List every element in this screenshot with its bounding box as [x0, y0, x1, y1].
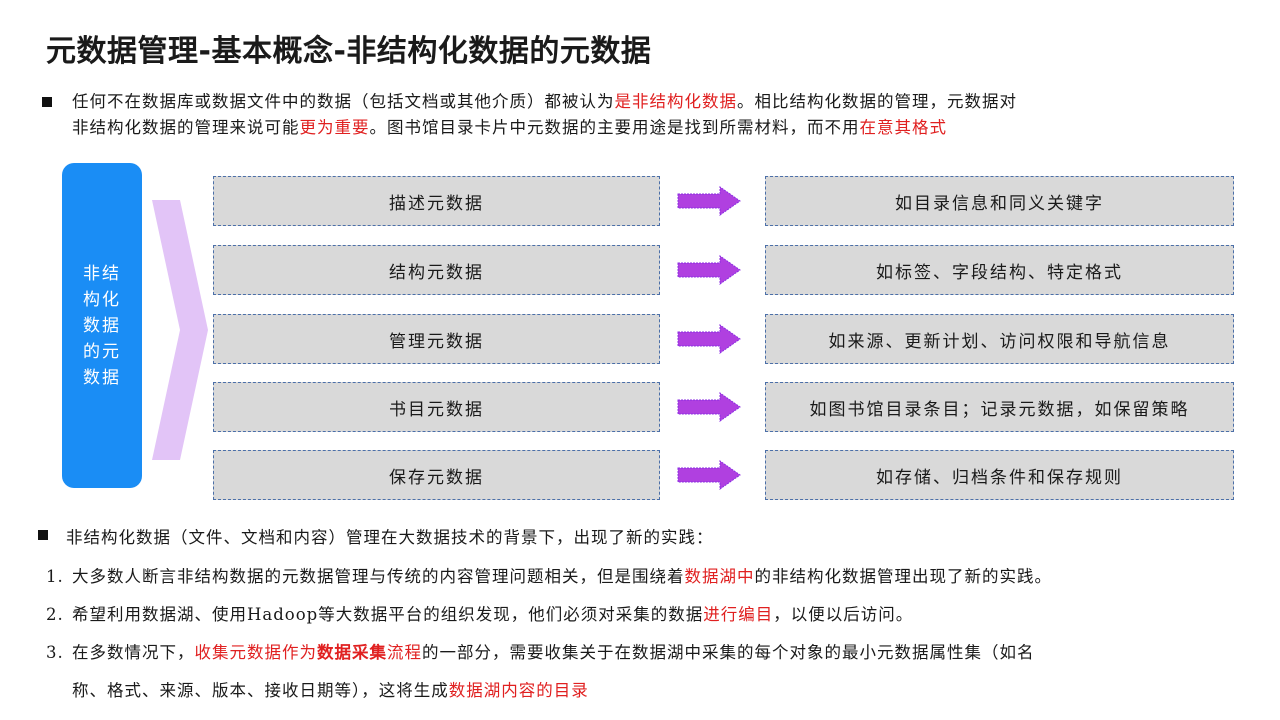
- list-highlight-bold: 数据采集: [317, 643, 387, 662]
- arrow-right-icon: [677, 392, 741, 422]
- intro-text-3: 非结构化数据的管理来说可能: [72, 118, 300, 137]
- list-highlight: 收集元数据作为: [194, 643, 317, 662]
- practice-heading: 非结构化数据（文件、文档和内容）管理在大数据技术的背景下，出现了新的实践：: [66, 528, 714, 547]
- arrow-right-icon: [677, 255, 741, 285]
- list-item: 2. 希望利用数据湖、使用Hadoop等大数据平台的组织发现，他们必须对采集的数据…: [46, 601, 913, 625]
- list-text: 在多数情况下，: [72, 643, 195, 662]
- intro-text-2: 。相比结构化数据的管理，元数据对: [737, 92, 1017, 111]
- arrow-right-icon: [677, 324, 741, 354]
- list-item: 3. 在多数情况下，收集元数据作为数据采集流程的一部分，需要收集关于在数据湖中采集…: [46, 639, 1035, 663]
- metadata-example-box: 如图书馆目录条目；记录元数据，如保留策略: [765, 382, 1234, 432]
- list-text: 的一部分，需要收集关于在数据湖中采集的每个对象的最小元数据属性集（如名: [422, 643, 1035, 662]
- list-number: 3.: [46, 643, 64, 662]
- list-text: 的非结构化数据管理出现了新的实践。: [754, 567, 1052, 586]
- metadata-example-box: 如标签、字段结构、特定格式: [765, 245, 1234, 295]
- intro-line-1: 任何不在数据库或数据文件中的数据（包括文档或其他介质）都被认为是非结构化数据。相…: [72, 89, 1017, 115]
- metadata-type-box: 保存元数据: [213, 450, 660, 500]
- list-highlight: 数据湖中: [684, 567, 755, 586]
- metadata-type-box: 结构元数据: [213, 245, 660, 295]
- metadata-example-box: 如目录信息和同义关键字: [765, 176, 1234, 226]
- metadata-example-box: 如来源、更新计划、访问权限和导航信息: [765, 314, 1234, 364]
- bullet-icon: [42, 97, 52, 107]
- metadata-type-box: 描述元数据: [213, 176, 660, 226]
- intro-text-4: 。图书馆目录卡片中元数据的主要用途是找到所需材料，而不用: [369, 118, 860, 137]
- category-box: 非结构化数据的元数据: [62, 163, 142, 488]
- list-text: 大多数人断言非结构数据的元数据管理与传统的内容管理问题相关，但是围绕着: [72, 567, 685, 586]
- list-item: 1. 大多数人断言非结构数据的元数据管理与传统的内容管理问题相关，但是围绕着数据湖…: [46, 563, 1052, 587]
- metadata-type-box: 管理元数据: [213, 314, 660, 364]
- list-number: 2.: [46, 605, 64, 624]
- intro-text-1: 任何不在数据库或数据文件中的数据（包括文档或其他介质）都被认为: [72, 92, 615, 111]
- list-highlight: 进行编目: [703, 605, 774, 624]
- arrow-right-icon: [677, 186, 741, 216]
- intro-highlight-1: 是非结构化数据: [614, 92, 737, 111]
- list-text: ，以便以后访问。: [773, 605, 914, 624]
- list-text: 称、格式、来源、版本、接收日期等），这将生成: [72, 681, 449, 700]
- list-item-continuation: 称、格式、来源、版本、接收日期等），这将生成数据湖内容的目录: [72, 677, 589, 701]
- page-title: 元数据管理-基本概念-非结构化数据的元数据: [46, 34, 652, 69]
- intro-line-2: 非结构化数据的管理来说可能更为重要。图书馆目录卡片中元数据的主要用途是找到所需材…: [72, 115, 947, 141]
- metadata-type-box: 书目元数据: [213, 382, 660, 432]
- list-text: 希望利用数据湖、使用Hadoop等大数据平台的组织发现，他们必须对采集的数据: [72, 605, 704, 624]
- bullet-icon: [38, 530, 48, 540]
- chevron-shape: [152, 200, 208, 460]
- list-number: 1.: [46, 567, 64, 586]
- intro-highlight-2: 更为重要: [299, 118, 370, 137]
- metadata-example-box: 如存储、归档条件和保存规则: [765, 450, 1234, 500]
- category-label: 非结构化数据的元数据: [83, 263, 121, 388]
- arrow-right-icon: [677, 460, 741, 490]
- intro-highlight-3: 在意其格式: [859, 118, 947, 137]
- list-highlight: 流程: [387, 643, 422, 662]
- list-highlight: 数据湖内容的目录: [448, 681, 589, 700]
